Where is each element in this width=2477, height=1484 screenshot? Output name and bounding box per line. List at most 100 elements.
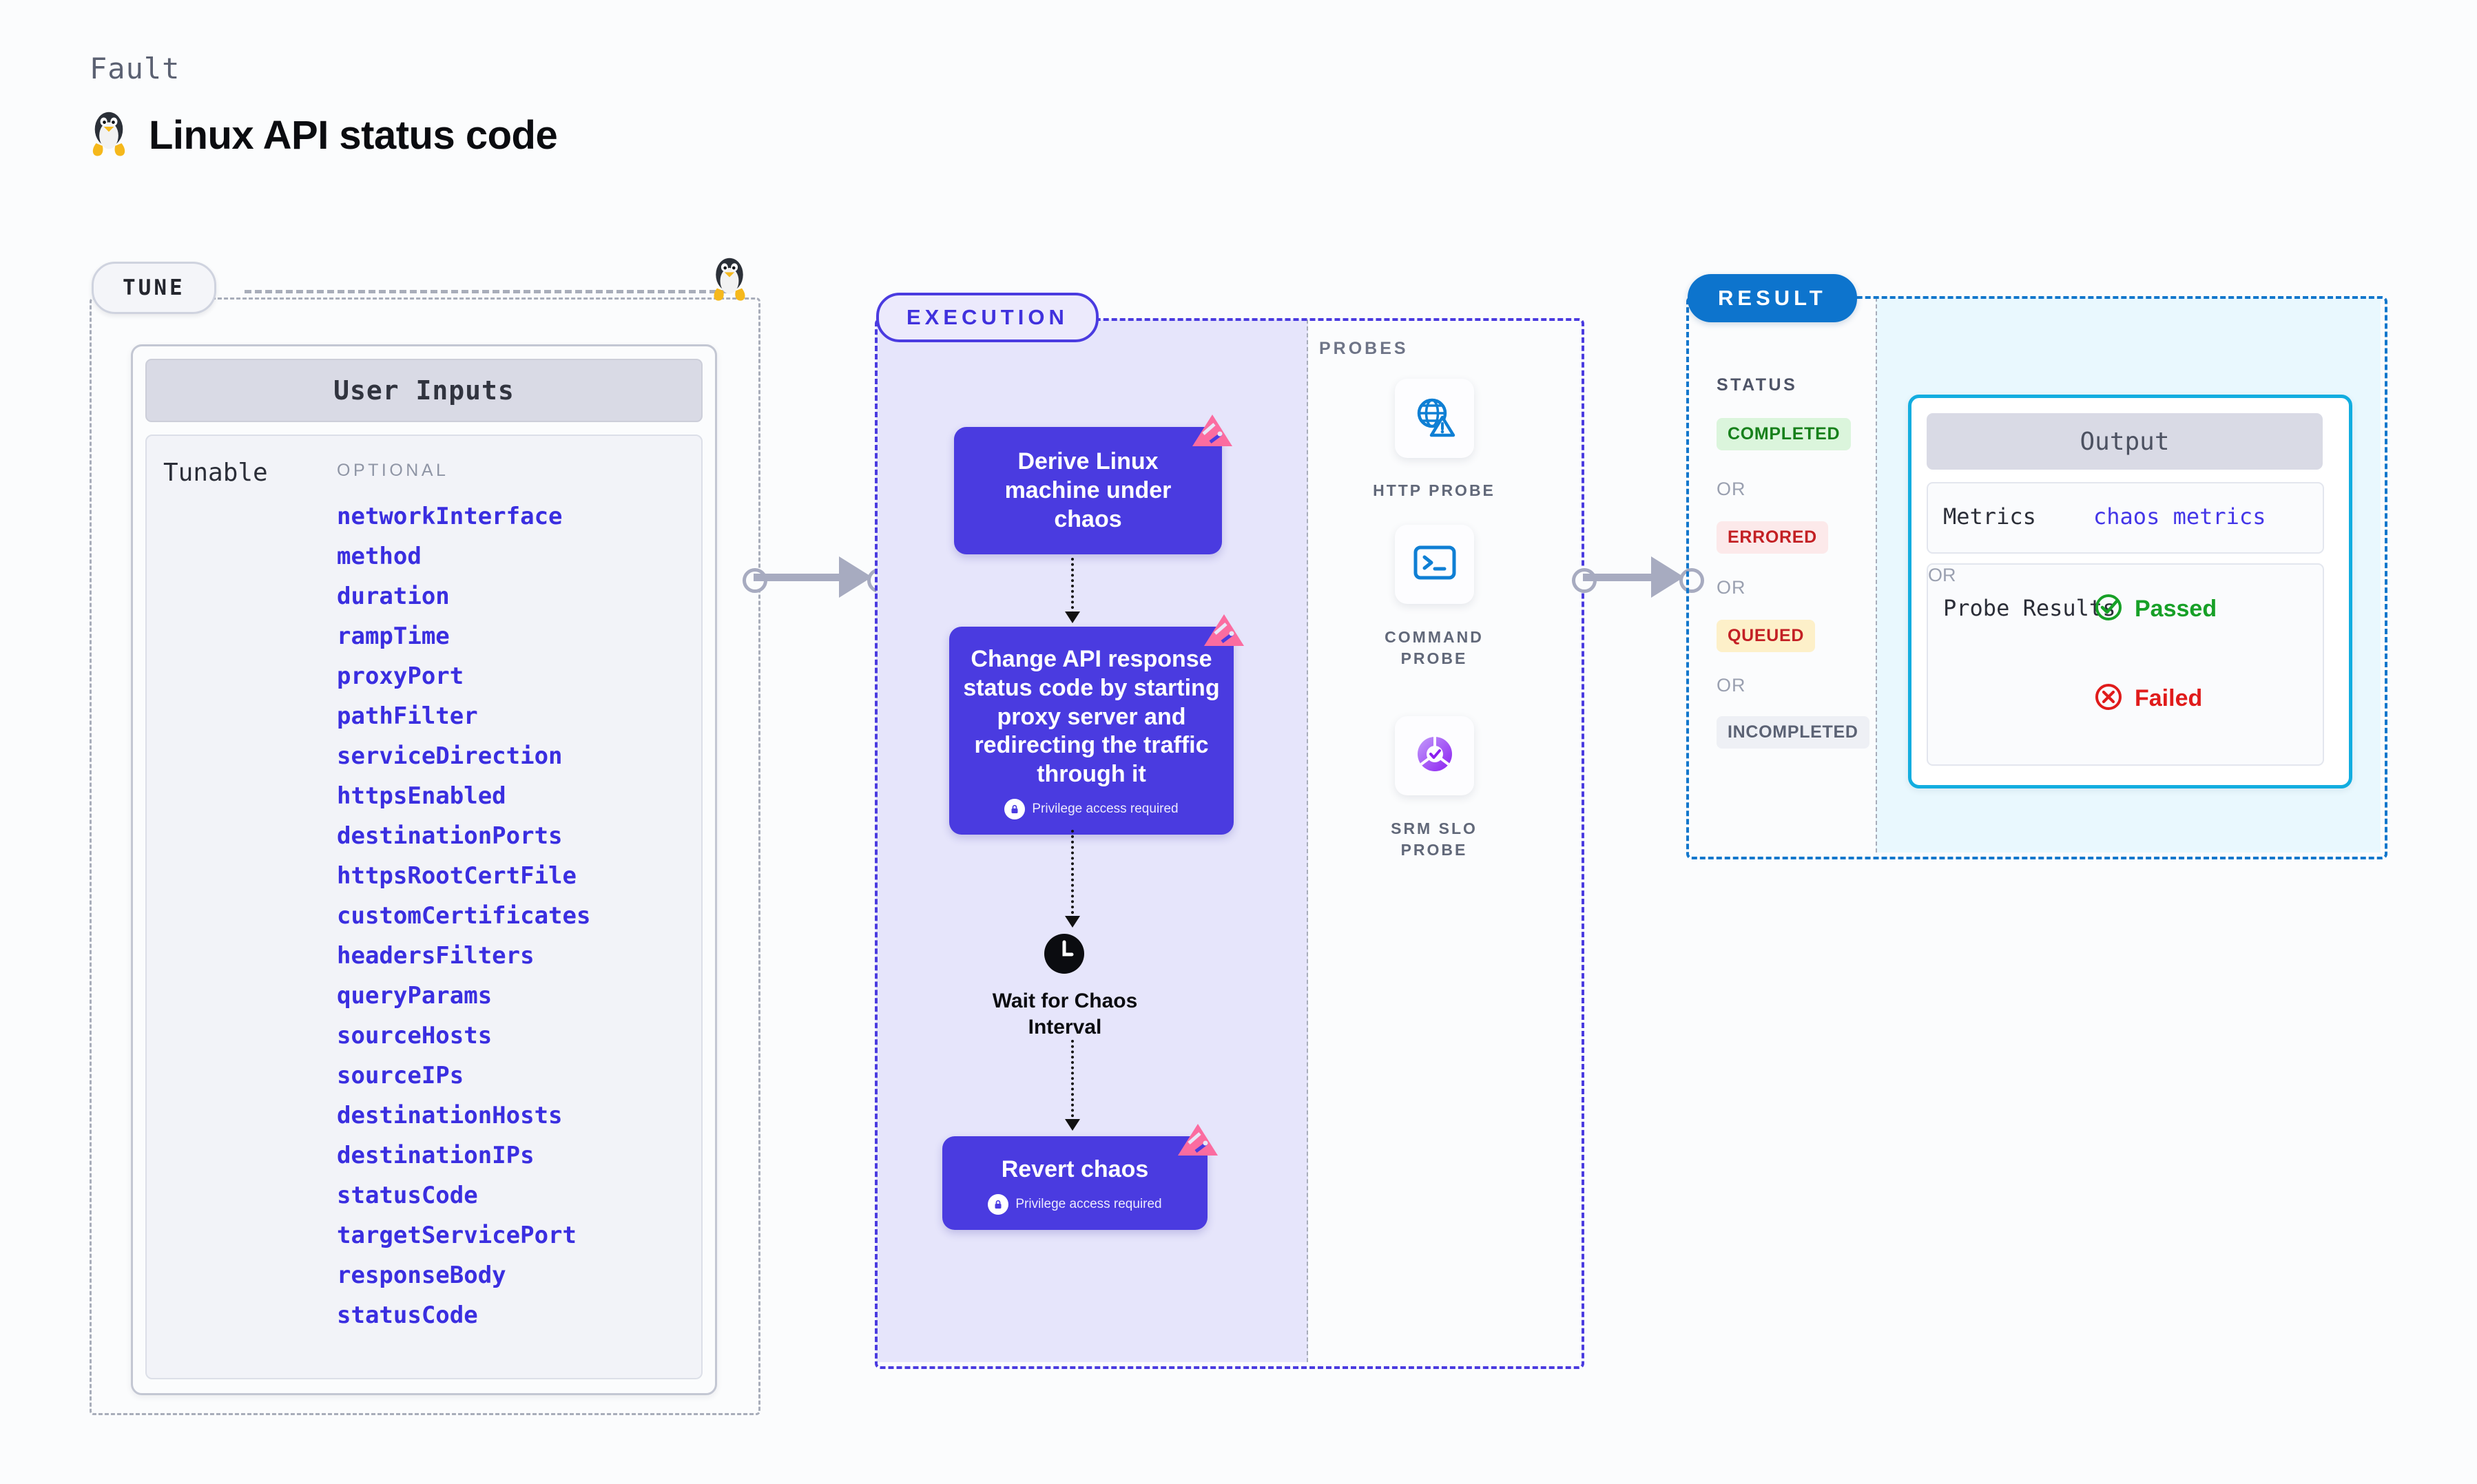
flow-arrow-line-3 bbox=[1071, 1040, 1077, 1122]
execution-node-change-status[interactable]: Change API response status code by start… bbox=[949, 614, 1244, 835]
tunable-param[interactable]: statusCode bbox=[337, 1302, 478, 1329]
execution-node-derive[interactable]: Derive Linux machine under chaos bbox=[954, 415, 1232, 555]
wait-for-chaos-interval-label: Wait for Chaos Interval bbox=[992, 990, 1138, 1038]
privilege-note: Privilege access required bbox=[956, 1193, 1194, 1215]
page-title-row: Linux API status code bbox=[88, 110, 558, 160]
tunable-param[interactable]: duration bbox=[337, 583, 450, 610]
connector-execution-to-result bbox=[1572, 556, 1704, 598]
node-title: Derive Linux machine under chaos bbox=[1004, 448, 1172, 532]
linux-penguin-icon bbox=[709, 256, 749, 304]
node-title: Revert chaos bbox=[1001, 1156, 1149, 1182]
tunable-param[interactable]: destinationHosts bbox=[337, 1102, 563, 1129]
tunable-param[interactable]: sourceHosts bbox=[337, 1022, 493, 1049]
probe-caption-srm-slo: SRM SLO PROBE bbox=[1391, 819, 1478, 859]
connector-arrowhead bbox=[1651, 556, 1684, 598]
tunable-param[interactable]: serviceDirection bbox=[337, 742, 563, 770]
tunable-param[interactable]: destinationIPs bbox=[337, 1142, 535, 1169]
user-inputs-title: User Inputs bbox=[145, 359, 703, 422]
metrics-value[interactable]: chaos metrics bbox=[2093, 503, 2266, 530]
tunable-param[interactable]: targetServicePort bbox=[337, 1222, 577, 1249]
fault-kicker: Fault bbox=[90, 52, 180, 85]
or-separator: OR bbox=[1717, 577, 1746, 598]
tunable-param[interactable]: pathFilter bbox=[337, 702, 478, 730]
litmus-chaos-icon bbox=[1191, 413, 1234, 449]
or-separator: OR bbox=[1928, 565, 1956, 585]
passed-label: Passed bbox=[2135, 596, 2217, 622]
page-title: Linux API status code bbox=[149, 112, 558, 158]
status-badge-completed: COMPLETED bbox=[1717, 418, 1852, 450]
flow-arrow-line-1 bbox=[1071, 558, 1077, 614]
status-label: STATUS bbox=[1717, 375, 1798, 395]
tunable-param-list: networkInterface method duration rampTime pr… bbox=[337, 497, 590, 1335]
output-card-title: Output bbox=[1927, 413, 2323, 470]
failed-label: Failed bbox=[2135, 685, 2203, 711]
status-badge-errored: ERRORED bbox=[1717, 521, 1828, 554]
probe-caption-http: HTTP PROBE bbox=[1373, 481, 1495, 499]
privilege-note-text: Privilege access required bbox=[1032, 802, 1179, 817]
flow-arrow-head-1 bbox=[1065, 612, 1080, 623]
tunable-group-label: Tunable bbox=[163, 459, 268, 487]
result-panel-divider bbox=[1876, 297, 1877, 853]
probe-card-command[interactable] bbox=[1395, 525, 1474, 604]
lock-icon bbox=[1004, 799, 1026, 820]
tune-dashed-connector-line bbox=[245, 290, 727, 293]
tune-section-pill[interactable]: TUNE bbox=[92, 262, 216, 314]
probe-result-passed: Passed bbox=[2093, 592, 2217, 626]
tunable-param[interactable]: responseBody bbox=[337, 1262, 506, 1289]
output-card: Output Metrics chaos metrics Probe Resul… bbox=[1908, 395, 2352, 788]
flow-arrow-head-2 bbox=[1065, 916, 1080, 928]
execution-node-revert-chaos[interactable]: Revert chaos Privilege access required bbox=[942, 1124, 1218, 1230]
probe-result-failed: Failed bbox=[2093, 682, 2202, 715]
probe-results-key: Probe Results bbox=[1943, 595, 2116, 621]
tunable-param[interactable]: queryParams bbox=[337, 982, 493, 1010]
status-badge-queued: QUEUED bbox=[1717, 620, 1816, 652]
tunable-param[interactable]: destinationPorts bbox=[337, 822, 563, 850]
execution-section-pill[interactable]: EXECUTION bbox=[876, 293, 1099, 342]
tunable-param[interactable]: rampTime bbox=[337, 623, 450, 650]
flow-arrow-head-3 bbox=[1065, 1119, 1080, 1131]
or-separator: OR bbox=[1717, 479, 1746, 499]
node-title: Change API response status code by start… bbox=[963, 646, 1220, 788]
probes-section-label: PROBES bbox=[1319, 339, 1409, 358]
connector-bar bbox=[1583, 574, 1669, 581]
user-inputs-card: User Inputs Tunable OPTIONAL networkInte… bbox=[131, 344, 717, 1395]
connector-tune-to-execution bbox=[743, 556, 892, 598]
probe-card-srm-slo[interactable] bbox=[1395, 716, 1474, 795]
probe-caption-command: COMMAND PROBE bbox=[1385, 628, 1484, 668]
flow-arrow-line-2 bbox=[1071, 830, 1077, 919]
execution-section-boundary bbox=[875, 318, 1584, 1369]
result-section-pill[interactable]: RESULT bbox=[1688, 274, 1857, 322]
tunable-group: Tunable OPTIONAL networkInterface method d… bbox=[145, 435, 703, 1379]
tunable-param[interactable]: httpsEnabled bbox=[337, 782, 506, 810]
connector-end-dot bbox=[1679, 568, 1704, 593]
metrics-key: Metrics bbox=[1943, 503, 2036, 530]
linux-penguin-icon bbox=[88, 110, 129, 160]
or-separator: OR bbox=[1717, 675, 1746, 696]
result-section-boundary bbox=[1686, 296, 2387, 859]
optional-label: OPTIONAL bbox=[337, 461, 449, 480]
litmus-chaos-icon bbox=[1203, 613, 1245, 649]
probe-card-http[interactable] bbox=[1395, 379, 1474, 458]
output-probe-results-row: Probe Results Passed OR Failed bbox=[1927, 563, 2324, 766]
tunable-param[interactable]: sourceIPs bbox=[337, 1062, 464, 1089]
tunable-param[interactable]: headersFilters bbox=[337, 942, 535, 970]
connector-arrowhead bbox=[839, 556, 872, 598]
tunable-param[interactable]: method bbox=[337, 543, 422, 570]
privilege-note: Privilege access required bbox=[963, 799, 1220, 820]
tunable-param[interactable]: networkInterface bbox=[337, 503, 563, 530]
clock-icon bbox=[1044, 934, 1084, 974]
litmus-chaos-icon bbox=[1177, 1122, 1219, 1158]
terminal-icon bbox=[1413, 545, 1456, 584]
tunable-param[interactable]: statusCode bbox=[337, 1182, 478, 1209]
x-circle-icon bbox=[2093, 682, 2124, 715]
privilege-note-text: Privilege access required bbox=[1015, 1196, 1162, 1211]
lock-icon bbox=[988, 1193, 1009, 1215]
srm-slo-donut-check-icon bbox=[1412, 731, 1458, 780]
tunable-param[interactable]: proxyPort bbox=[337, 662, 464, 690]
tunable-param[interactable]: customCertificates bbox=[337, 902, 591, 930]
connector-bar bbox=[754, 574, 857, 581]
status-badge-incompleted: INCOMPLETED bbox=[1717, 716, 1869, 749]
globe-warning-icon bbox=[1413, 395, 1456, 441]
tunable-param[interactable]: httpsRootCertFile bbox=[337, 862, 577, 890]
check-circle-icon bbox=[2093, 592, 2124, 626]
